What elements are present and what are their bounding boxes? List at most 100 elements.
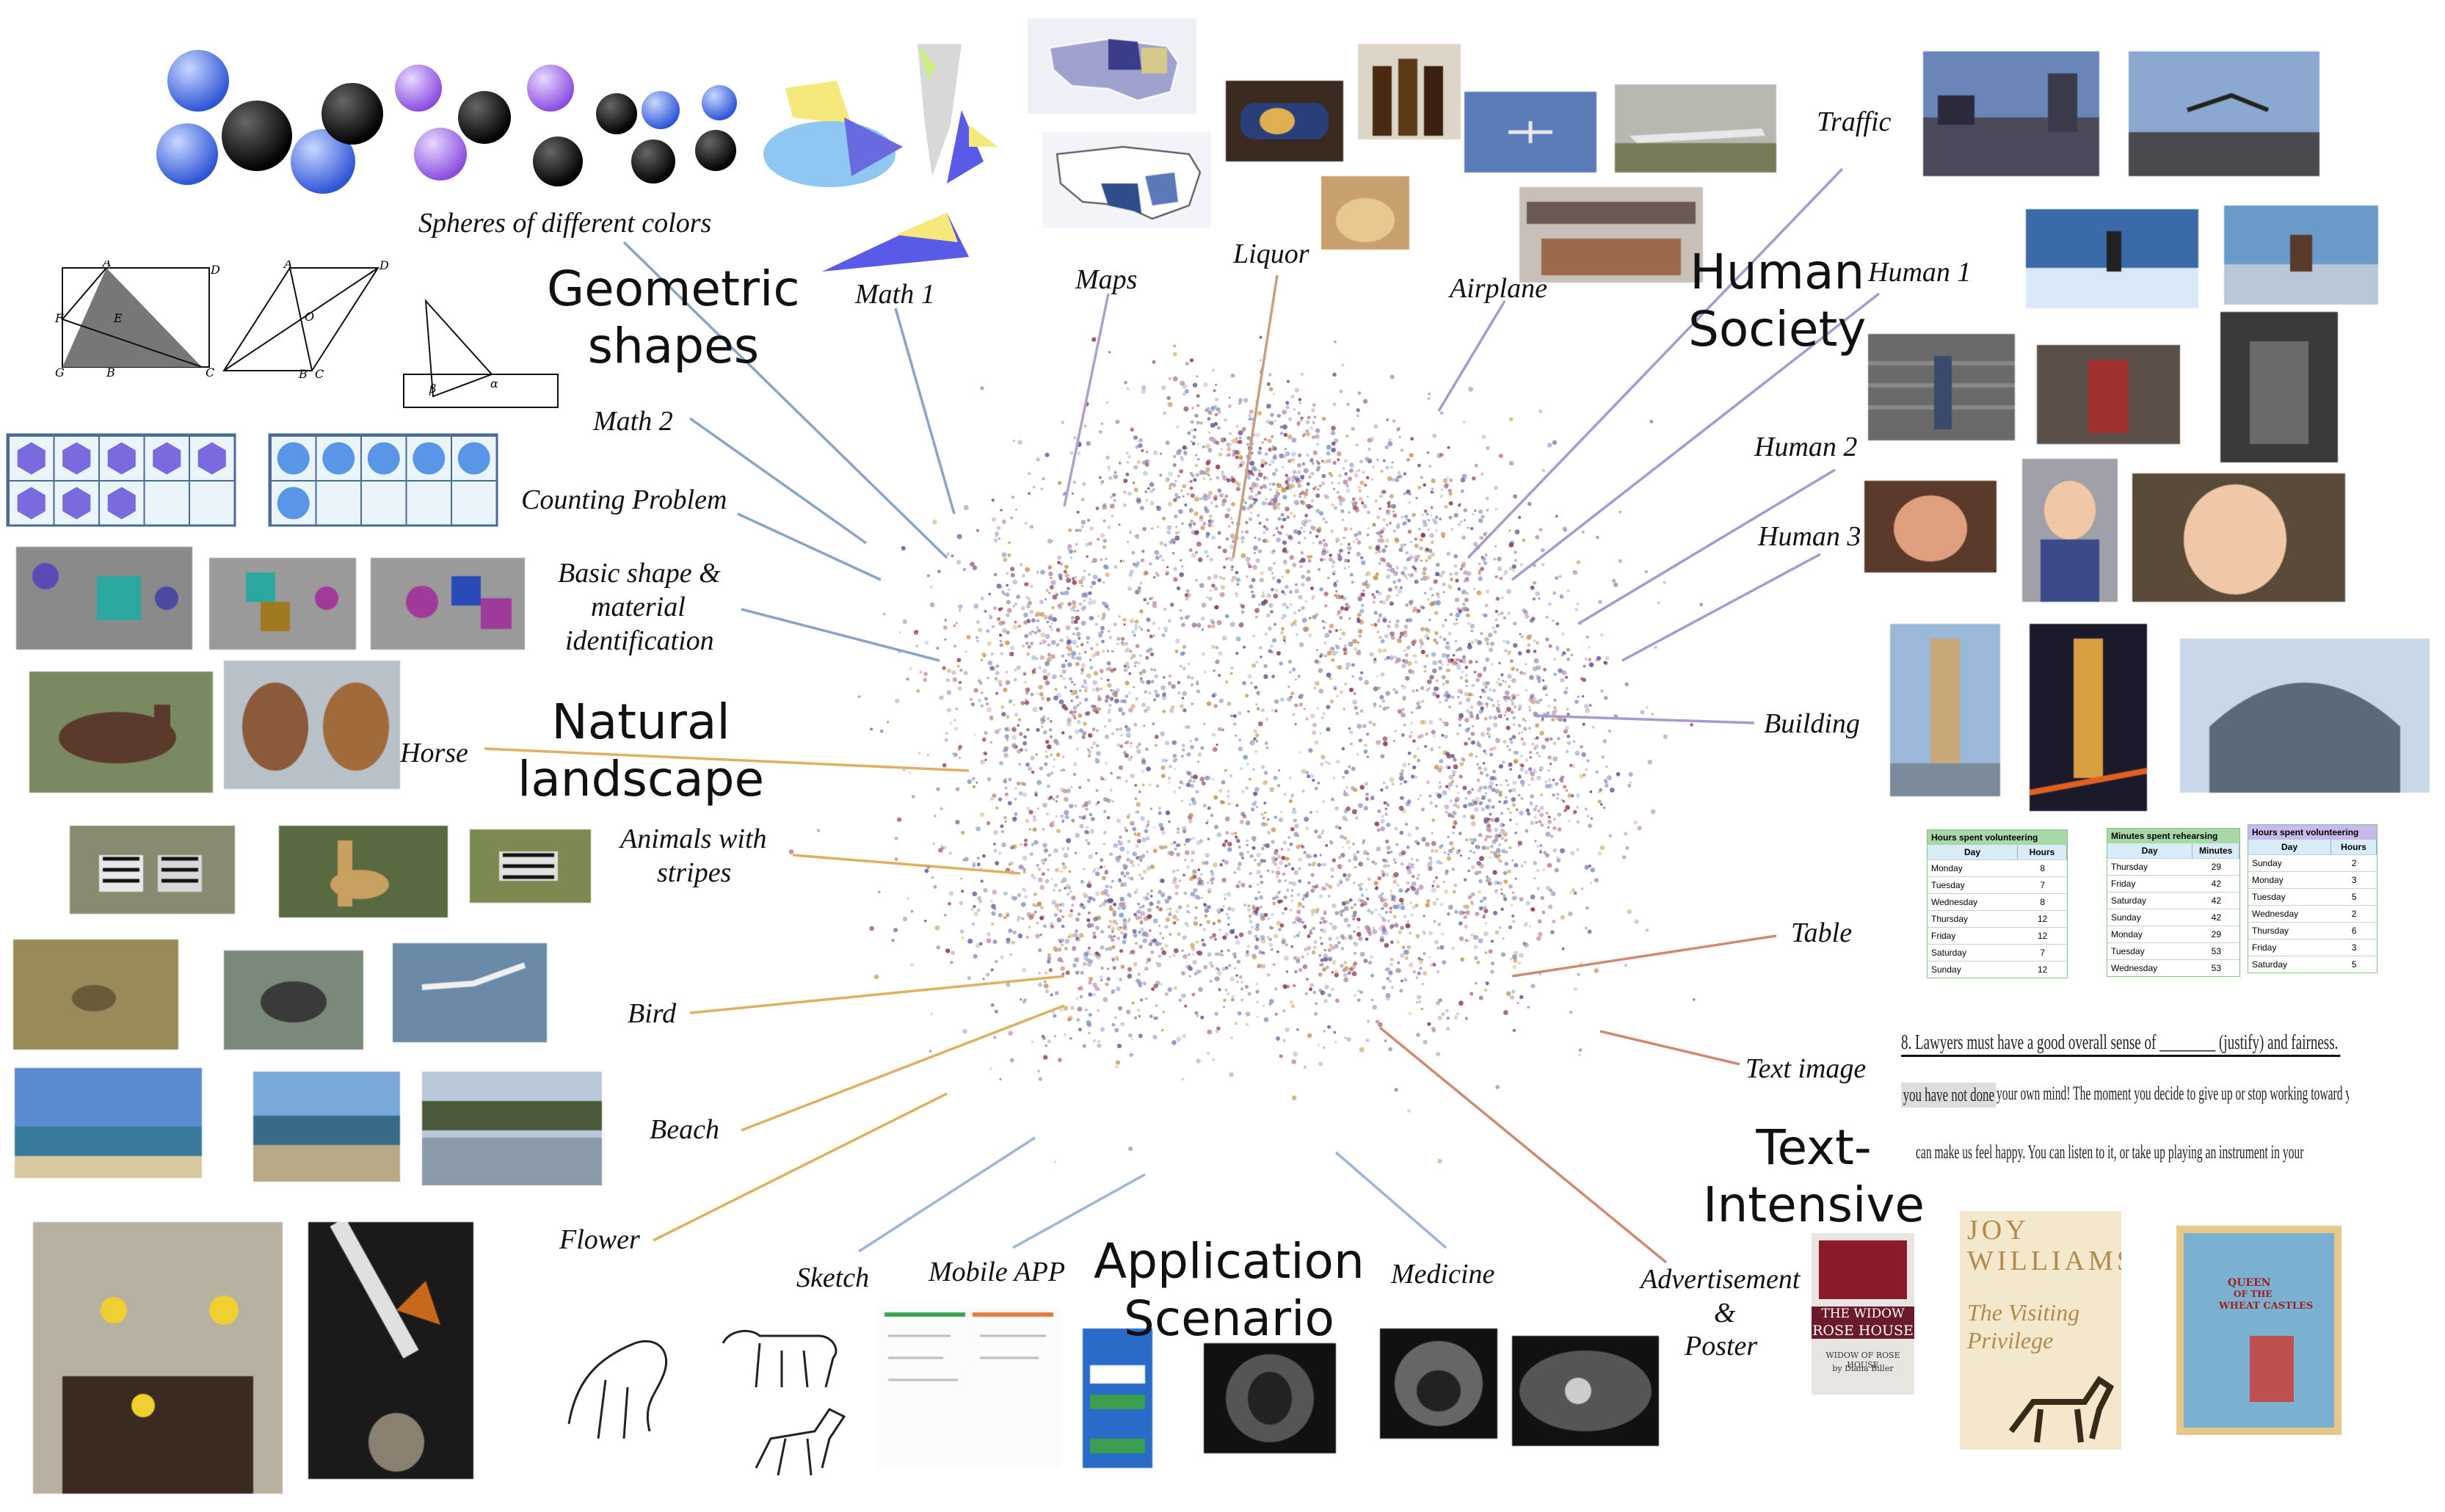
embedding-point <box>1113 843 1119 848</box>
embedding-point <box>1348 468 1354 473</box>
embedding-point <box>1495 680 1499 685</box>
embedding-point <box>1590 882 1593 884</box>
embedding-point <box>1281 617 1284 620</box>
embedding-point <box>1131 1001 1135 1005</box>
embedding-point <box>1180 456 1183 459</box>
embedding-point <box>1430 848 1434 853</box>
embedding-point <box>1092 1039 1097 1043</box>
embedding-point <box>1164 899 1169 904</box>
embedding-point <box>956 658 962 663</box>
embedding-point <box>1201 602 1207 608</box>
embedding-point <box>1154 550 1160 556</box>
embedding-point <box>1584 703 1589 709</box>
embedding-point <box>1165 924 1169 928</box>
embedding-point <box>1501 760 1505 764</box>
embedding-point <box>1271 840 1275 844</box>
embedding-point <box>1036 457 1040 462</box>
embedding-point <box>1100 625 1105 630</box>
embedding-point <box>1257 721 1263 727</box>
embedding-point <box>1465 697 1471 702</box>
embedding-point <box>1365 857 1370 861</box>
embedding-point <box>1447 904 1453 910</box>
embedding-point <box>1538 528 1543 532</box>
embedding-point <box>1007 801 1012 806</box>
embedding-point <box>1394 655 1398 659</box>
embedding-point <box>1663 581 1666 584</box>
embedding-point <box>1370 910 1374 915</box>
embedding-point <box>1138 438 1143 443</box>
embedding-point <box>993 848 998 853</box>
embedding-point <box>1409 931 1412 935</box>
embedding-point <box>1467 895 1472 900</box>
embedding-point <box>1216 1030 1218 1033</box>
embedding-point <box>1462 655 1467 660</box>
embedding-point <box>1528 727 1531 730</box>
embedding-point <box>1152 600 1158 606</box>
embedding-point <box>1084 697 1089 702</box>
embedding-point <box>1512 1028 1516 1033</box>
embedding-point <box>1420 686 1425 691</box>
embedding-point <box>1022 868 1026 871</box>
embedding-point <box>1086 1020 1091 1025</box>
embedding-point <box>1304 496 1307 499</box>
embedding-point <box>1014 712 1019 717</box>
embedding-point <box>1108 934 1112 939</box>
embedding-point <box>970 561 975 567</box>
embedding-point <box>1478 518 1483 523</box>
embedding-point <box>1288 881 1293 885</box>
embedding-point <box>1484 951 1488 954</box>
embedding-point <box>1030 641 1033 645</box>
embedding-point <box>1185 589 1190 593</box>
embedding-point <box>1390 958 1394 962</box>
embedding-point <box>902 916 908 922</box>
embedding-point <box>1472 512 1475 516</box>
embedding-point <box>1323 542 1329 548</box>
embedding-point <box>1392 419 1396 423</box>
embedding-point <box>1068 912 1073 918</box>
embedding-point <box>1467 737 1472 741</box>
embedding-point <box>1375 1019 1380 1024</box>
embedding-point <box>1240 767 1243 770</box>
embedding-point <box>1512 569 1515 572</box>
embedding-point <box>1409 735 1412 738</box>
embedding-point <box>1407 751 1412 755</box>
embedding-point <box>1200 896 1204 899</box>
embedding-point <box>1265 780 1268 784</box>
embedding-point <box>1588 662 1594 667</box>
embedding-point <box>1272 963 1276 967</box>
embedding-point <box>1582 722 1585 726</box>
embedding-point <box>1199 470 1205 476</box>
embedding-point <box>1422 930 1426 934</box>
embedding-point <box>1483 767 1488 772</box>
embedding-point <box>1645 928 1649 932</box>
embedding-point <box>1470 526 1474 531</box>
embedding-point <box>1428 866 1433 871</box>
embedding-point <box>1279 860 1284 865</box>
embedding-point <box>1405 676 1410 681</box>
embedding-point <box>1123 623 1126 626</box>
embedding-point <box>1269 787 1275 793</box>
embedding-point <box>1088 541 1093 546</box>
embedding-point <box>1481 688 1484 692</box>
embedding-point <box>1463 508 1468 512</box>
embedding-point <box>1170 842 1174 846</box>
embedding-point <box>1168 683 1171 686</box>
embedding-point <box>1204 550 1208 554</box>
embedding-point <box>992 794 995 797</box>
embedding-point <box>1403 978 1408 982</box>
embedding-point <box>1073 716 1077 720</box>
embedding-point <box>1389 567 1395 573</box>
embedding-point <box>1537 810 1541 813</box>
embedding-point <box>980 386 984 390</box>
embedding-point <box>1120 871 1125 876</box>
embedding-point <box>1522 539 1526 542</box>
embedding-point <box>1190 420 1195 424</box>
embedding-point <box>1357 883 1362 887</box>
embedding-point <box>1417 956 1422 961</box>
embedding-point <box>1309 931 1313 935</box>
embedding-point <box>1255 806 1259 809</box>
embedding-point <box>1307 881 1311 885</box>
embedding-point <box>1458 713 1464 719</box>
embedding-point <box>1016 665 1021 670</box>
